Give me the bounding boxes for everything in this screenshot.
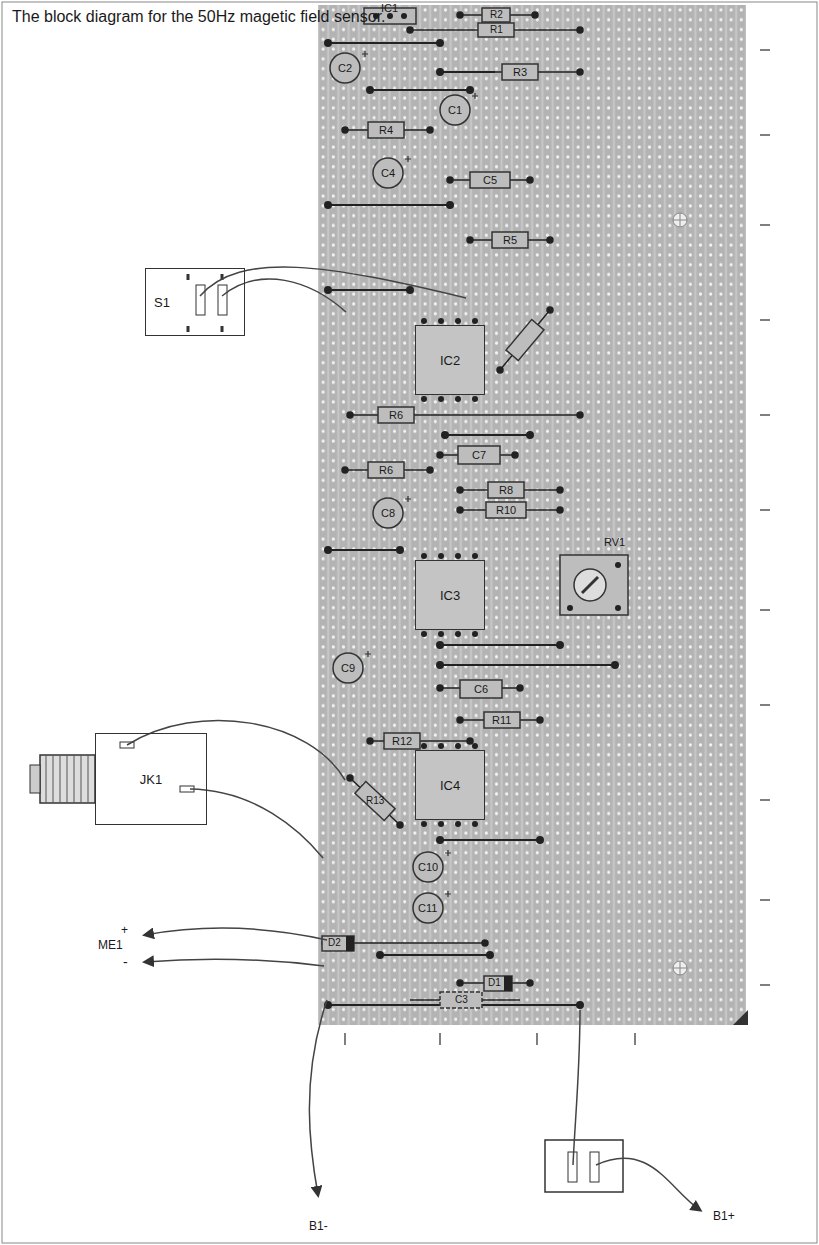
part-label: R13 bbox=[366, 796, 384, 806]
jack-socket: JK1 bbox=[95, 733, 207, 825]
battery-terminal-label: B1+ bbox=[713, 1210, 735, 1222]
part-label: R5 bbox=[503, 235, 517, 246]
part-label: C7 bbox=[472, 450, 486, 461]
switch-body: S1 bbox=[145, 268, 245, 336]
part-label: C3 bbox=[455, 995, 468, 1005]
component-label: IC2 bbox=[440, 353, 460, 368]
part-label: C11 bbox=[418, 903, 437, 914]
part-label: C1 bbox=[448, 105, 462, 116]
part-label: D1 bbox=[488, 978, 501, 988]
part-label: IC1 bbox=[381, 3, 398, 14]
part-label: R10 bbox=[496, 505, 516, 516]
part-label: RV1 bbox=[604, 537, 625, 548]
part-label: C10 bbox=[418, 862, 438, 873]
part-label: R11 bbox=[492, 715, 511, 726]
battery-terminal-label: B1- bbox=[309, 1220, 328, 1232]
meter-label: ME1 bbox=[98, 939, 123, 951]
part-label: C8 bbox=[381, 508, 395, 519]
part-label: C5 bbox=[483, 175, 497, 186]
part-label: C6 bbox=[474, 684, 488, 695]
part-label: R2 bbox=[490, 10, 503, 20]
ic-package: IC2 bbox=[415, 325, 485, 395]
component-label: IC3 bbox=[440, 588, 460, 603]
diagram-title: The block diagram for the 50Hz magetic f… bbox=[12, 8, 386, 26]
part-label: C9 bbox=[341, 663, 355, 674]
part-label: R6 bbox=[389, 410, 403, 421]
component-label: JK1 bbox=[140, 772, 162, 787]
part-label: R8 bbox=[499, 485, 513, 496]
part-label: R12 bbox=[392, 736, 412, 747]
part-label: D2 bbox=[328, 938, 341, 948]
component-label: S1 bbox=[154, 295, 170, 310]
ic-package: IC3 bbox=[415, 560, 485, 630]
component-label: IC4 bbox=[440, 778, 460, 793]
part-label: R6 bbox=[379, 465, 393, 476]
part-label: R3 bbox=[513, 67, 527, 78]
part-label: C4 bbox=[381, 168, 395, 179]
part-label: R4 bbox=[379, 125, 393, 136]
part-label: R1 bbox=[490, 25, 503, 35]
part-label: C2 bbox=[338, 63, 352, 74]
polarity-sign: - bbox=[123, 955, 128, 969]
ic-package: IC4 bbox=[415, 750, 485, 820]
polarity-sign: + bbox=[121, 924, 128, 936]
